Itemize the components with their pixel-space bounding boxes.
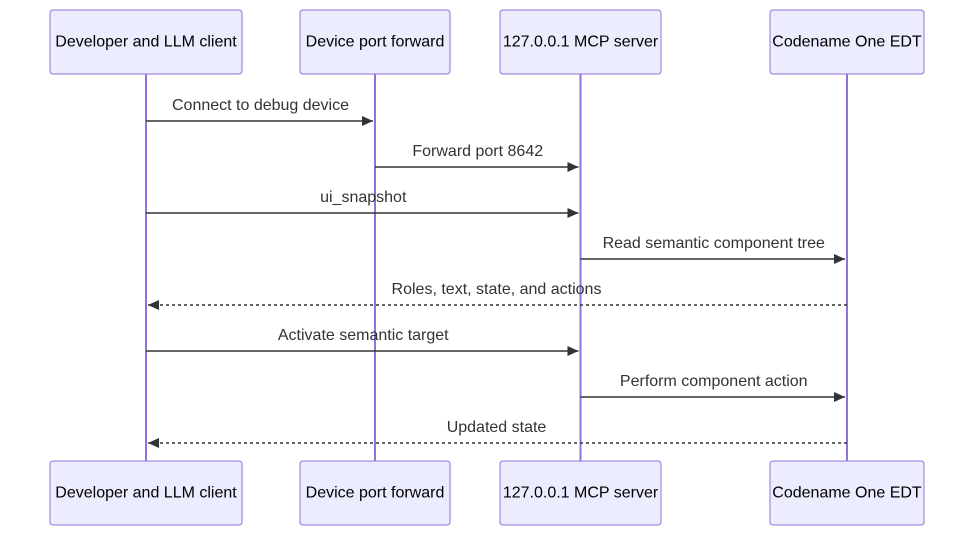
actor-label: Codename One EDT <box>772 34 922 51</box>
actor-box <box>499 460 662 526</box>
message-1: Connect to debug device <box>146 97 373 126</box>
message-2: Forward port 8642 <box>375 143 579 172</box>
actors-bottom: Developer and LLM client Device port forw… <box>49 460 925 526</box>
actor-box <box>49 9 243 75</box>
actor-label: Developer and LLM client <box>55 485 237 502</box>
actor-top-edt: Codename One EDT <box>769 9 925 75</box>
actor-label: Developer and LLM client <box>55 34 237 51</box>
actor-bottom-server: 127.0.0.1 MCP server <box>499 460 662 526</box>
actors-top: Developer and LLM client Device port forw… <box>49 9 925 75</box>
message-label: Connect to debug device <box>172 97 349 114</box>
message-label: Read semantic component tree <box>603 235 825 252</box>
message-5: Roles, text, state, and actions <box>148 281 847 310</box>
actor-top-client: Developer and LLM client <box>49 9 243 75</box>
actor-label: 127.0.0.1 MCP server <box>503 34 659 51</box>
message-6: Activate semantic target <box>146 327 579 356</box>
actor-label: 127.0.0.1 MCP server <box>503 485 659 502</box>
actor-bottom-forward: Device port forward <box>299 460 451 526</box>
message-7: Perform component action <box>580 373 845 402</box>
message-label: Updated state <box>447 419 547 436</box>
actor-top-server: 127.0.0.1 MCP server <box>499 9 662 75</box>
message-3: ui_snapshot <box>146 189 579 218</box>
message-label: ui_snapshot <box>320 189 407 206</box>
actor-box <box>299 9 451 75</box>
message-label: Forward port 8642 <box>412 143 543 160</box>
actor-box <box>49 460 243 526</box>
actor-label: Device port forward <box>306 34 445 51</box>
actor-box <box>499 9 662 75</box>
message-label: Perform component action <box>620 373 808 390</box>
actor-label: Device port forward <box>306 485 445 502</box>
message-label: Activate semantic target <box>278 327 449 344</box>
actor-bottom-edt: Codename One EDT <box>769 460 925 526</box>
actor-label: Codename One EDT <box>772 485 922 502</box>
message-4: Read semantic component tree <box>580 235 845 264</box>
actor-bottom-client: Developer and LLM client <box>49 460 243 526</box>
message-label: Roles, text, state, and actions <box>392 281 602 298</box>
actor-box <box>299 460 451 526</box>
actor-box <box>769 9 925 75</box>
lifelines <box>145 74 848 461</box>
actor-box <box>769 460 925 526</box>
actor-top-forward: Device port forward <box>299 9 451 75</box>
message-8: Updated state <box>148 419 847 448</box>
